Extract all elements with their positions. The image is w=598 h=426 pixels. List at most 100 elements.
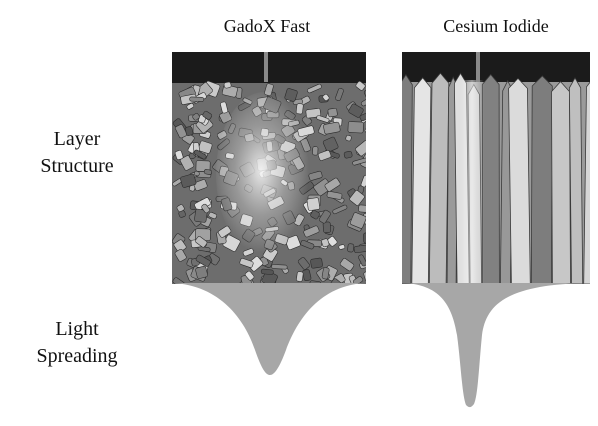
gadox-grain: [303, 225, 320, 238]
light-spreading-label-line-2: Spreading: [36, 345, 118, 367]
gadox-grain: [352, 157, 366, 166]
gadox-grain: [343, 150, 353, 159]
gadox-grain: [353, 244, 366, 254]
gadox-grain: [284, 88, 298, 102]
csi-column: [568, 77, 584, 284]
csi-column: [530, 75, 553, 284]
gadox-grain: [360, 95, 366, 107]
gadox-grain: [195, 265, 208, 279]
gadox-grain: [202, 110, 213, 120]
gadox-grain: [326, 190, 343, 200]
gadox-grain: [327, 107, 338, 118]
gadox-grain: [180, 173, 197, 188]
gadox-light-spread-curve: [172, 283, 366, 375]
gadox-grain: [179, 155, 195, 171]
gadox-grain: [193, 179, 208, 192]
csi-light-source-line: [476, 52, 480, 82]
gadox-grain: [193, 170, 200, 177]
gadox-grain: [316, 115, 330, 123]
gadox-grain: [271, 264, 288, 270]
gadox-grain: [347, 243, 355, 253]
gadox-grain: [305, 108, 322, 119]
gadox-grain: [193, 149, 207, 160]
gadox-grain: [300, 239, 315, 250]
gadox-column-title: GadoX Fast: [223, 16, 311, 36]
gadox-grain: [349, 212, 366, 229]
gadox-grain: [355, 140, 366, 157]
gadox-grain: [310, 210, 320, 220]
gadox-grain: [201, 203, 210, 214]
gadox-grain: [307, 83, 322, 94]
gadox-grain: [198, 140, 213, 154]
light-spreading-row-label: Light Spreading: [18, 316, 136, 370]
gadox-grain: [358, 204, 366, 213]
gadox-grain: [327, 236, 338, 247]
gadox-grain: [297, 257, 310, 270]
cesium-iodide-column-title: Cesium Iodide: [443, 16, 549, 36]
layer-structure-label-line-2: Structure: [40, 155, 114, 177]
layer-structure-row-label: Layer Structure: [18, 126, 136, 180]
gadox-grain: [312, 146, 319, 156]
csi-column: [428, 72, 450, 284]
gadox-grain: [363, 232, 366, 244]
gadox-layer-structure-micrograph: [172, 52, 366, 284]
gadox-backing-strip: [172, 52, 366, 83]
gadox-grain: [322, 136, 339, 153]
csi-column: [583, 81, 590, 284]
gadox-grain: [324, 177, 341, 192]
gadox-grain: [295, 103, 304, 115]
gadox-grain: [363, 86, 366, 100]
csi-light-guide-glow: [460, 80, 484, 284]
gadox-grain: [174, 150, 184, 160]
gadox-grain: [175, 124, 188, 139]
gadox-grain: [355, 81, 366, 91]
gadox-grain: [322, 93, 330, 101]
gadox-grain: [338, 244, 346, 250]
gadox-grain: [330, 278, 346, 284]
gadox-grain: [358, 254, 366, 267]
csi-column: [402, 74, 413, 284]
csi-column: [508, 77, 531, 284]
gadox-grain: [323, 121, 341, 135]
csi-column: [551, 81, 571, 284]
gadox-grain: [189, 96, 205, 102]
gadox-grain: [360, 175, 366, 188]
gadox-grain: [345, 134, 352, 142]
gadox-grain: [192, 113, 200, 121]
cesium-iodide-light-spread-curve: [402, 283, 590, 408]
gadox-grain: [363, 269, 366, 282]
gadox-grain: [223, 81, 232, 89]
gadox-grain: [195, 236, 208, 248]
gadox-grain: [203, 169, 213, 175]
gadox-grain: [220, 101, 229, 114]
gadox-grain: [260, 268, 274, 275]
layer-structure-label-line-1: Layer: [53, 128, 101, 150]
gadox-grain: [332, 204, 348, 215]
gadox-grain: [348, 103, 364, 118]
gadox-grain: [172, 277, 185, 284]
gadox-grain: [239, 258, 254, 268]
gadox-grain: [359, 111, 366, 122]
gadox-grain: [321, 267, 330, 280]
gadox-grain: [321, 238, 330, 248]
gadox-grain: [194, 208, 208, 223]
gadox-grain: [302, 269, 312, 282]
csi-column: [411, 77, 432, 284]
gadox-grain: [322, 221, 332, 234]
gadox-grain: [195, 254, 211, 267]
gadox-grain: [296, 271, 304, 282]
gadox-grain: [174, 248, 187, 262]
gadox-light-scatter-glow: [216, 92, 312, 256]
gadox-grain: [244, 270, 255, 281]
gadox-grain: [195, 160, 211, 172]
cesium-iodide-layer-structure-micrograph: [402, 52, 590, 284]
gadox-grain: [318, 209, 331, 224]
gadox-grain: [310, 257, 323, 269]
gadox-grain: [349, 190, 365, 206]
gadox-grain: [339, 258, 355, 272]
gadox-light-source-line: [264, 52, 268, 82]
gadox-grain: [335, 88, 344, 101]
light-spreading-label-line-1: Light: [55, 318, 99, 340]
gadox-grain: [185, 126, 194, 136]
